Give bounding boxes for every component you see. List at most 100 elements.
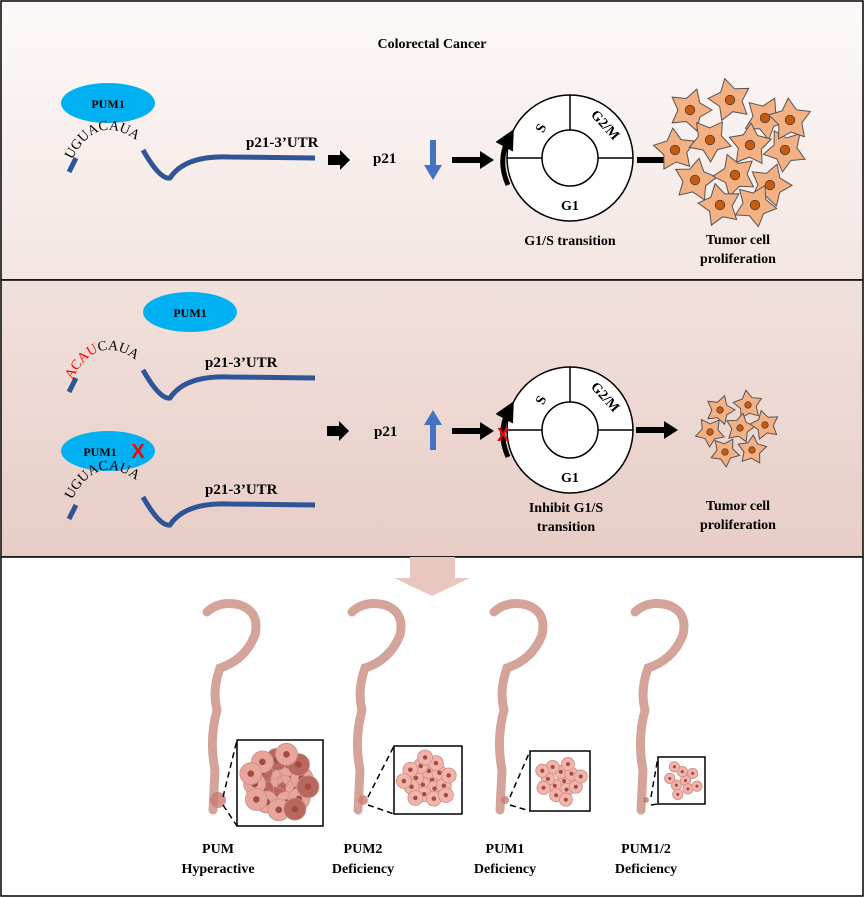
zoom-line	[367, 804, 395, 815]
cell-nucleus	[247, 770, 255, 777]
cell-nucleus	[779, 144, 791, 156]
cell-nucleus	[408, 767, 413, 773]
cell-nucleus	[401, 778, 407, 784]
outcome-line2: proliferation	[700, 518, 776, 533]
cell-nucleus	[695, 784, 699, 788]
zoom-line	[650, 756, 659, 798]
cell-nucleus	[573, 784, 578, 789]
condition-label-line2: Hyperactive	[181, 862, 254, 877]
panel-pum-deficiency: PUM1 ACAUCAUA p21-3’UTR PUM1 X UGUACAUA …	[0, 279, 864, 558]
colon-illustration	[489, 599, 548, 815]
condition-label-line2: Deficiency	[332, 862, 394, 877]
condition-label-line2: Deficiency	[615, 862, 677, 877]
cell-nucleus	[569, 771, 574, 776]
outcome-line1: Tumor cell	[706, 499, 770, 514]
panel-colon-outcomes: PUMHyperactivePUM2DeficiencyPUM1Deficien…	[0, 556, 864, 897]
p21-label: p21	[373, 151, 396, 167]
tumor-spot	[358, 795, 368, 805]
knockout-x-icon: X	[131, 441, 145, 463]
cell-nucleus	[669, 144, 681, 156]
cell-nucleus	[721, 448, 729, 456]
tumor-spot	[210, 792, 226, 808]
cell-nucleus	[409, 784, 414, 790]
tumor-cells-large	[652, 77, 812, 228]
cell-nucleus	[674, 783, 678, 787]
cell-nucleus	[295, 761, 302, 768]
p21-label: p21	[374, 424, 397, 440]
condition-label-line1: PUM2	[344, 842, 383, 857]
cell-nucleus	[540, 768, 545, 773]
cell-nucleus	[729, 169, 741, 181]
colon-illustration	[202, 599, 261, 815]
cell-nucleus	[680, 770, 684, 774]
p21-mrna	[66, 495, 316, 528]
cell-nucleus	[446, 773, 451, 778]
colon-illustration	[630, 599, 689, 815]
utr-label: p21-3’UTR	[246, 135, 319, 151]
down-arrow-icon	[394, 557, 470, 596]
cell-nucleus	[749, 199, 761, 211]
cell-nucleus	[558, 769, 563, 774]
colon-condition-1: PUM Hyperactive	[181, 599, 324, 877]
cell-nucleus	[691, 771, 695, 775]
cell-nucleus	[686, 787, 690, 791]
cell-nucleus	[748, 446, 756, 454]
cell-nucleus	[443, 792, 449, 798]
outcome-line2: proliferation	[700, 252, 776, 267]
panel-colorectal-cancer: Colorectal Cancer PUM1 UGUACAUA p21-3’UT…	[0, 0, 864, 281]
cell-nucleus	[564, 787, 569, 792]
down-arrow-icon	[424, 140, 442, 180]
cell-nucleus	[668, 776, 672, 780]
pum1-label: PUM1	[91, 97, 124, 111]
pum1-protein-unbound	[143, 292, 237, 332]
cell-nucleus	[716, 406, 724, 414]
cell-nucleus	[563, 797, 568, 802]
cell-nucleus	[291, 805, 299, 813]
cell-nucleus	[565, 762, 570, 767]
block-x-icon: X	[497, 425, 509, 445]
cell-nucleus	[441, 783, 447, 789]
cell-nucleus	[433, 760, 439, 766]
cell-nucleus	[426, 768, 432, 774]
cell-nucleus	[684, 104, 696, 116]
condition-label-line1: PUM	[202, 842, 234, 857]
transition-line2: transition	[537, 520, 596, 535]
transition-label: G1/S transition	[524, 234, 616, 249]
cell-nucleus	[437, 770, 442, 775]
cell-nucleus	[554, 793, 559, 798]
pum1-label: PUM1	[83, 445, 116, 459]
cell-nucleus	[744, 401, 752, 409]
utr-label: p21-3’UTR	[205, 355, 278, 371]
cell-nucleus	[761, 421, 769, 429]
utr-label: p21-3’UTR	[205, 482, 278, 498]
cell-nucleus	[676, 792, 680, 796]
cell-nucleus	[714, 199, 726, 211]
outcome-line1: Tumor cell	[706, 233, 770, 248]
cell-nucleus	[706, 428, 714, 436]
cell-nucleus	[545, 776, 550, 781]
cell-nucleus	[541, 785, 546, 790]
tumor-spot	[501, 796, 509, 804]
cell-nucleus	[724, 94, 736, 106]
cell-nucleus	[413, 775, 419, 781]
zoom-line	[509, 750, 531, 798]
progression-arrow-icon	[495, 401, 514, 459]
cell-nucleus	[683, 778, 688, 783]
up-arrow-icon	[424, 410, 442, 450]
zoom-line	[650, 803, 659, 806]
panel-title: Colorectal Cancer	[378, 37, 487, 52]
cell-nucleus	[764, 179, 776, 191]
p21-mrna	[66, 148, 316, 181]
transition-line1: Inhibit G1/S	[529, 501, 604, 516]
p21-mrna-mutant	[66, 368, 316, 401]
cell-nucleus	[413, 795, 418, 801]
cell-nucleus	[420, 782, 426, 788]
pum1-label: PUM1	[173, 306, 206, 320]
tumor-spot	[643, 797, 649, 803]
cell-nucleus	[578, 774, 583, 779]
pum1-protein	[61, 83, 155, 123]
